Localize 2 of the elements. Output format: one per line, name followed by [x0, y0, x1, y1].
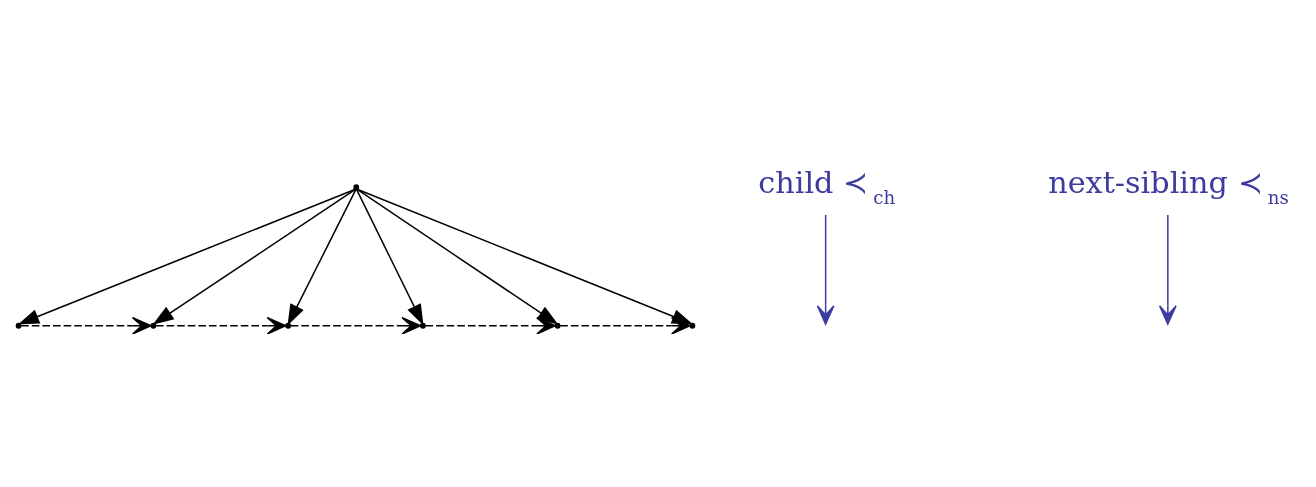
node-text: next-sibling ≺$_{ns}$: [1048, 164, 1289, 208]
node-text: child ≺$_{ch}$: [758, 164, 896, 208]
